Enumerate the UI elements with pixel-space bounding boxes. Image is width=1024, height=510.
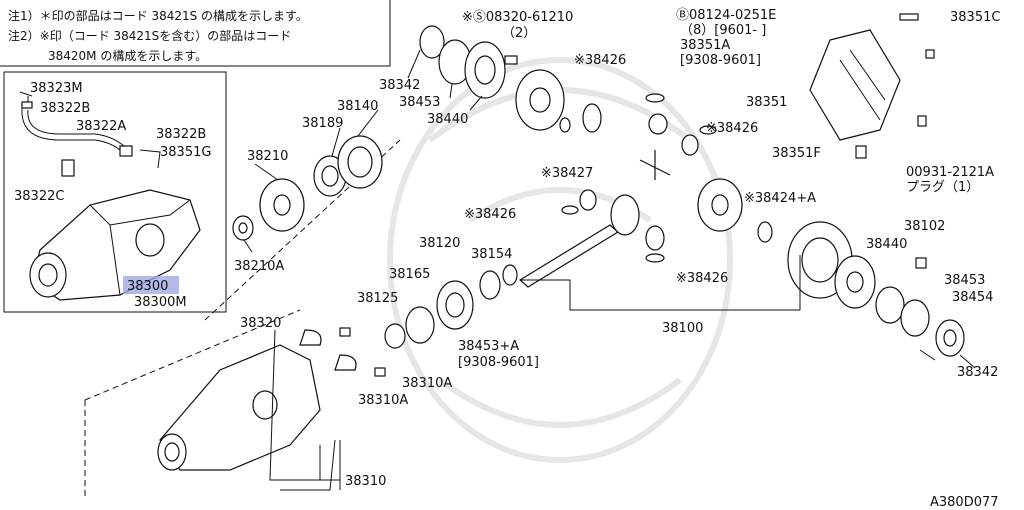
label-38453A[interactable]: 38453+A bbox=[458, 339, 519, 354]
label-38351F[interactable]: 38351F bbox=[772, 146, 821, 161]
label-38454[interactable]: 38454 bbox=[952, 290, 993, 305]
label-38323M[interactable]: 38323M bbox=[30, 81, 83, 96]
label-38322A[interactable]: 38322A bbox=[76, 119, 126, 134]
label-plug-code[interactable]: 00931-2121A bbox=[906, 165, 994, 180]
label-38102[interactable]: 38102 bbox=[904, 219, 945, 234]
label-bolt-b[interactable]: Ⓑ08124-0251E bbox=[676, 8, 776, 23]
label-38322C[interactable]: 38322C bbox=[14, 189, 64, 204]
label-38440[interactable]: 38440 bbox=[427, 112, 468, 127]
label-38342[interactable]: 38342 bbox=[379, 78, 420, 93]
note-2: 注2）※印（コード 38421Sを含む）の部品はコード bbox=[8, 28, 291, 43]
label-38125[interactable]: 38125 bbox=[357, 291, 398, 306]
label-38120[interactable]: 38120 bbox=[419, 236, 460, 251]
note-1: 注1）＊印の部品はコード 38421S の構成を示します。 bbox=[8, 8, 308, 23]
label-38140[interactable]: 38140 bbox=[337, 99, 378, 114]
label-38351G[interactable]: 38351G bbox=[160, 145, 211, 160]
label-38453[interactable]: 38453 bbox=[399, 95, 440, 110]
label-38342-2[interactable]: 38342 bbox=[957, 365, 998, 380]
leader-lines bbox=[243, 49, 976, 491]
label-38427[interactable]: ※38427 bbox=[541, 166, 593, 181]
label-38320[interactable]: 38320 bbox=[240, 316, 281, 331]
label-38154[interactable]: 38154 bbox=[471, 247, 512, 262]
label-38310[interactable]: 38310 bbox=[345, 474, 386, 489]
label-38300M[interactable]: 38300M bbox=[134, 295, 187, 310]
assembly-inset: 38323M 38322B 38322A 38322B 38351G 38322… bbox=[3, 71, 227, 313]
label-38351A-range: [9308-9601] bbox=[680, 53, 761, 68]
label-38426-2[interactable]: ※38426 bbox=[706, 121, 758, 136]
label-bolt-s-qty: （2） bbox=[502, 26, 536, 41]
highlight-38300 bbox=[123, 276, 179, 294]
label-bolt-b-qty: （8）[9601- ] bbox=[680, 23, 766, 38]
label-bolt-s[interactable]: ※Ⓢ08320-61210 bbox=[462, 10, 573, 25]
pinion-parts bbox=[232, 25, 665, 349]
label-38310A-2[interactable]: 38310A bbox=[358, 393, 408, 408]
diagram-id: A380D077 bbox=[930, 495, 999, 510]
label-38453A-range: [9308-9601] bbox=[458, 355, 539, 370]
note-3: 38420M の構成を示します。 bbox=[48, 49, 207, 63]
label-38426-3[interactable]: ※38426 bbox=[464, 207, 516, 222]
label-38351C[interactable]: 38351C bbox=[950, 10, 1000, 25]
rear-cover-parts bbox=[809, 13, 935, 159]
label-38189[interactable]: 38189 bbox=[302, 116, 343, 131]
label-38453-2[interactable]: 38453 bbox=[944, 273, 985, 288]
lower-housing bbox=[157, 327, 386, 471]
label-38440-2[interactable]: 38440 bbox=[866, 237, 907, 252]
label-38300[interactable]: 38300 bbox=[127, 279, 168, 294]
label-38351[interactable]: 38351 bbox=[746, 95, 787, 110]
label-38426-1[interactable]: ※38426 bbox=[574, 53, 626, 68]
label-38351A[interactable]: 38351A bbox=[680, 38, 730, 53]
notes-header: 注1）＊印の部品はコード 38421S の構成を示します。 注2）※印（コード … bbox=[0, 0, 391, 67]
label-38310A-1[interactable]: 38310A bbox=[402, 376, 452, 391]
label-38165[interactable]: 38165 bbox=[389, 267, 430, 282]
label-38424A[interactable]: ※38424+A bbox=[744, 191, 816, 206]
label-38322B-2[interactable]: 38322B bbox=[156, 127, 206, 142]
label-plug-name: プラグ（1） bbox=[906, 180, 979, 195]
label-38210[interactable]: 38210 bbox=[247, 149, 288, 164]
part-labels: 38342 38453 38440 38140 38189 38210 3821… bbox=[234, 8, 1000, 510]
label-38100[interactable]: 38100 bbox=[662, 321, 703, 336]
label-38322B[interactable]: 38322B bbox=[40, 101, 90, 116]
label-38426-4[interactable]: ※38426 bbox=[676, 271, 728, 286]
label-38210A[interactable]: 38210A bbox=[234, 259, 284, 274]
differential-case-parts bbox=[504, 55, 965, 357]
